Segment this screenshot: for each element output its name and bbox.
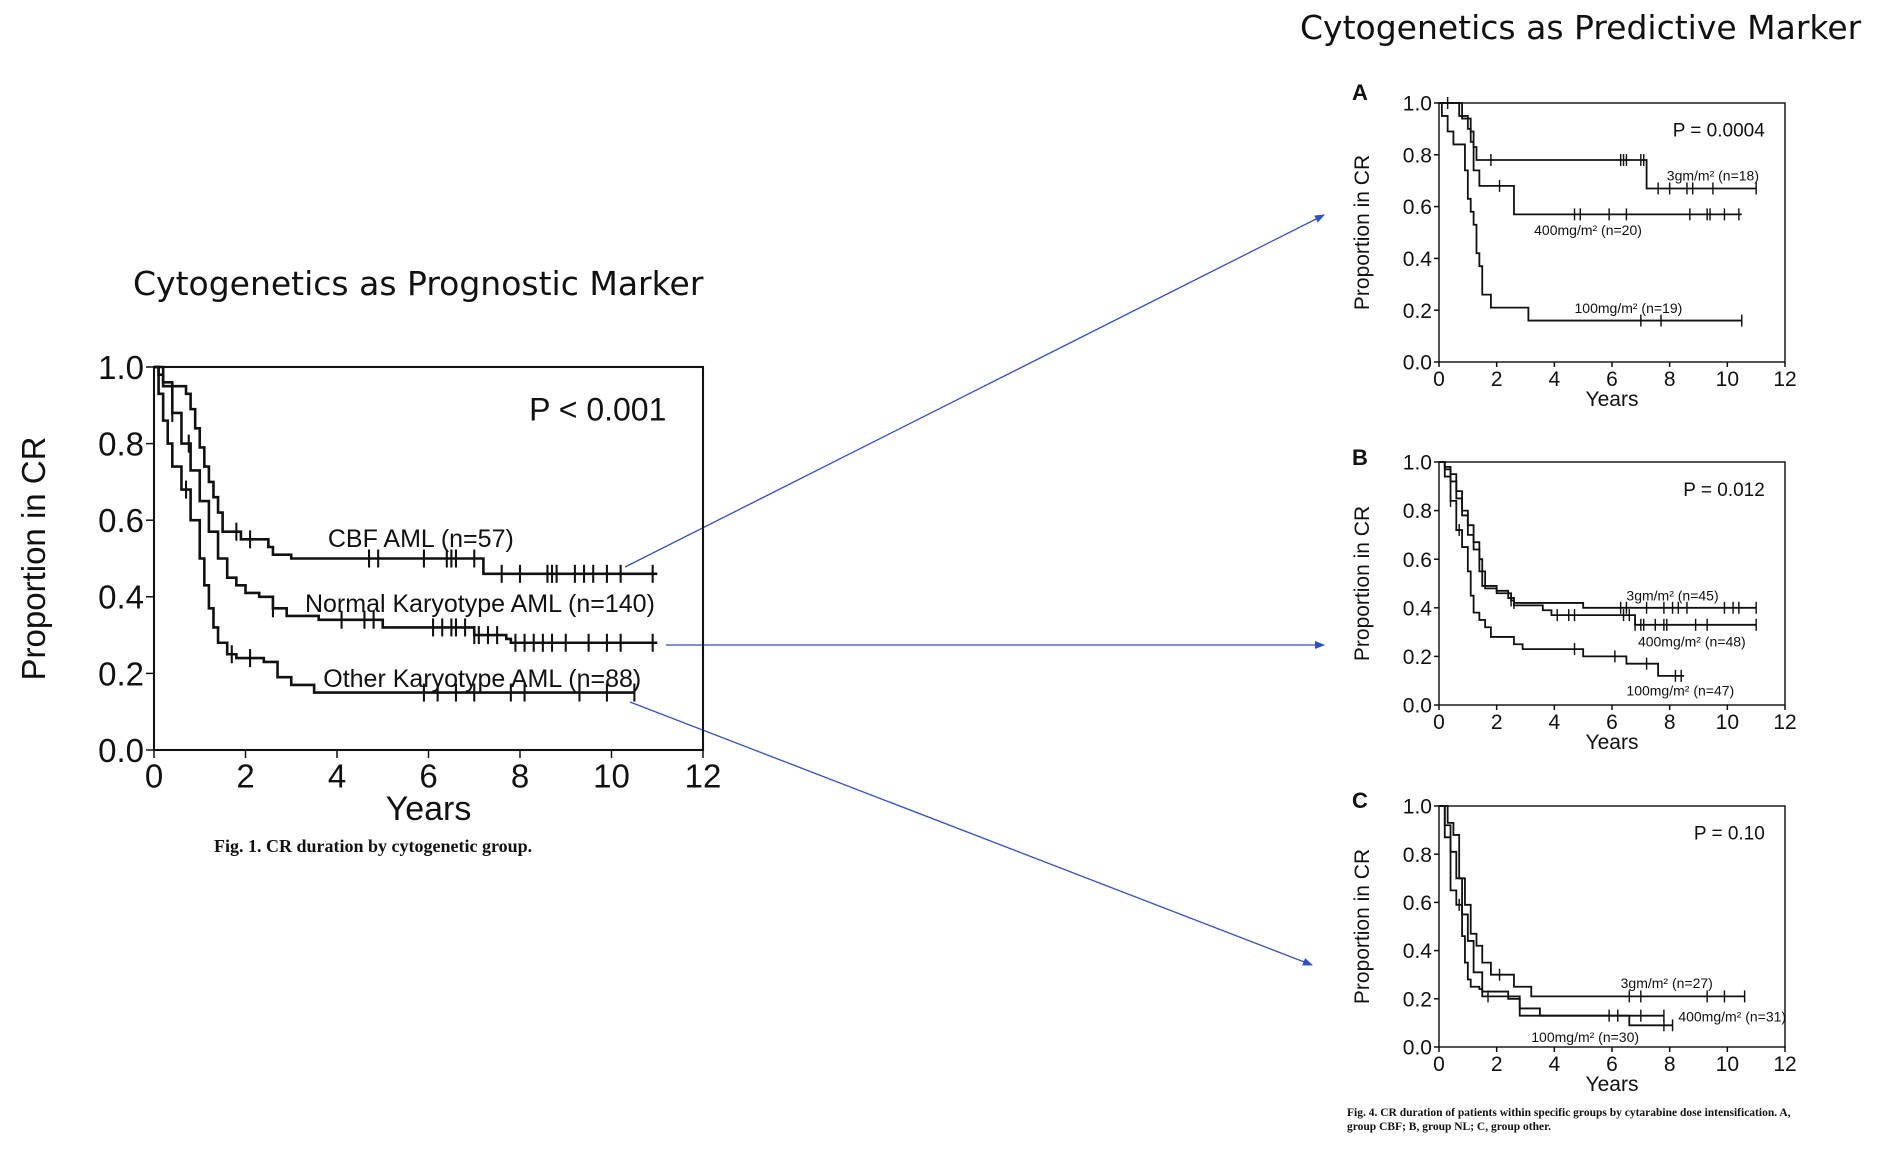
series-label: 400mg/m² (n=20) bbox=[1534, 222, 1642, 238]
km-curve-series-1 bbox=[1439, 461, 1757, 626]
series-label: 3gm/m² (n=45) bbox=[1626, 588, 1718, 604]
prognostic-title: Cytogenetics as Prognostic Marker bbox=[133, 264, 704, 303]
panel-label: B bbox=[1352, 445, 1368, 470]
km-curve-series-0 bbox=[1439, 805, 1745, 998]
x-tick-label: 12 bbox=[685, 758, 722, 795]
x-tick-label: 12 bbox=[1773, 368, 1796, 391]
series-label: 3gm/m² (n=18) bbox=[1667, 168, 1759, 184]
series-label: Other Karyotype AML (n=88) bbox=[323, 665, 641, 693]
x-tick-label: 6 bbox=[419, 758, 437, 795]
series-label: 100mg/m² (n=30) bbox=[1531, 1029, 1639, 1045]
fig4-caption: Fig. 4. CR duration of patients within s… bbox=[1347, 1107, 1791, 1133]
km-curve-series-0 bbox=[1439, 461, 1757, 609]
x-tick-label: 2 bbox=[236, 758, 254, 795]
km-curve-series-2 bbox=[1439, 102, 1742, 322]
y-axis-label: Proportion in CR bbox=[15, 437, 52, 681]
panel-label: C bbox=[1352, 788, 1368, 813]
x-tick-label: 8 bbox=[1664, 711, 1676, 734]
x-tick-label: 12 bbox=[1773, 711, 1796, 734]
panel-label: A bbox=[1352, 80, 1368, 105]
x-tick-label: 0 bbox=[1433, 368, 1445, 391]
series-label: CBF AML (n=57) bbox=[328, 525, 514, 553]
x-tick-label: 0 bbox=[1433, 1053, 1445, 1076]
x-tick-label: 10 bbox=[1716, 1053, 1739, 1076]
x-tick-label: 4 bbox=[328, 758, 346, 795]
y-axis-label: Proportion in CR bbox=[1351, 849, 1374, 1004]
y-tick-label: 0.2 bbox=[1403, 300, 1432, 323]
x-tick-label: 8 bbox=[1664, 368, 1676, 391]
x-tick-label: 6 bbox=[1606, 368, 1618, 391]
p-value-annotation: P = 0.0004 bbox=[1673, 121, 1766, 142]
arrow-cbf-to-panel-a bbox=[624, 214, 1325, 568]
fig1-caption: Fig. 1. CR duration by cytogenetic group… bbox=[214, 836, 533, 856]
series-label: 100mg/m² (n=19) bbox=[1575, 300, 1683, 316]
y-tick-label: 0.0 bbox=[1403, 1037, 1432, 1060]
km-curve-series-2 bbox=[1439, 461, 1685, 677]
km-curve-series-2 bbox=[1439, 805, 1673, 1027]
series-label: 400mg/m² (n=31) bbox=[1678, 1009, 1786, 1025]
x-tick-label: 0 bbox=[1433, 711, 1445, 734]
y-tick-label: 0.2 bbox=[1403, 988, 1432, 1011]
x-axis-label: Years bbox=[1586, 731, 1639, 754]
x-tick-label: 10 bbox=[593, 758, 630, 795]
y-tick-label: 1.0 bbox=[1403, 93, 1432, 116]
y-axis-label: Proportion in CR bbox=[1351, 506, 1374, 661]
y-tick-label: 0.4 bbox=[1403, 597, 1433, 620]
series-label: 100mg/m² (n=47) bbox=[1626, 682, 1734, 698]
x-tick-label: 10 bbox=[1716, 368, 1739, 391]
y-tick-label: 0.8 bbox=[1403, 144, 1432, 167]
p-value-annotation: P = 0.10 bbox=[1694, 824, 1765, 845]
y-tick-label: 0.8 bbox=[1403, 844, 1432, 867]
x-tick-label: 10 bbox=[1716, 711, 1739, 734]
y-tick-label: 0.2 bbox=[98, 655, 144, 692]
x-tick-label: 2 bbox=[1491, 368, 1503, 391]
series-label: 400mg/m² (n=48) bbox=[1638, 634, 1746, 650]
arrow-other-to-panel-c bbox=[629, 701, 1313, 966]
y-tick-label: 0.2 bbox=[1403, 646, 1432, 669]
x-tick-label: 2 bbox=[1491, 711, 1503, 734]
series-label: Normal Karyotype AML (n=140) bbox=[305, 590, 655, 618]
p-value-annotation: P < 0.001 bbox=[529, 392, 666, 428]
x-tick-label: 6 bbox=[1606, 1053, 1618, 1076]
km-curve-series-2 bbox=[154, 365, 635, 694]
km-curve-series-1 bbox=[1439, 102, 1742, 216]
y-tick-label: 0.0 bbox=[1403, 352, 1432, 375]
y-tick-label: 0.0 bbox=[98, 732, 144, 769]
x-axis-label: Years bbox=[1586, 388, 1639, 411]
y-tick-label: 1.0 bbox=[98, 349, 144, 386]
y-tick-label: 0.8 bbox=[98, 425, 144, 462]
y-axis-label: Proportion in CR bbox=[1351, 155, 1374, 310]
x-tick-label: 4 bbox=[1548, 1053, 1560, 1076]
km-curve-series-1 bbox=[154, 365, 658, 645]
x-tick-label: 2 bbox=[1491, 1053, 1503, 1076]
series-label: 3gm/m² (n=27) bbox=[1621, 975, 1713, 991]
x-tick-label: 6 bbox=[1606, 711, 1618, 734]
y-tick-label: 0.0 bbox=[1403, 695, 1432, 718]
x-axis-label: Years bbox=[1586, 1073, 1639, 1096]
p-value-annotation: P = 0.012 bbox=[1683, 480, 1765, 501]
y-tick-label: 0.6 bbox=[98, 502, 144, 539]
y-tick-label: 0.4 bbox=[98, 579, 144, 616]
y-tick-label: 0.6 bbox=[1403, 892, 1432, 915]
y-tick-label: 0.8 bbox=[1403, 500, 1432, 523]
y-tick-label: 1.0 bbox=[1403, 452, 1432, 475]
x-tick-label: 4 bbox=[1548, 711, 1560, 734]
x-tick-label: 0 bbox=[145, 758, 163, 795]
predictive-title: Cytogenetics as Predictive Marker bbox=[1300, 8, 1862, 47]
x-axis-label: Years bbox=[386, 790, 472, 828]
x-tick-label: 8 bbox=[1664, 1053, 1676, 1076]
x-tick-label: 4 bbox=[1548, 368, 1560, 391]
x-tick-label: 8 bbox=[511, 758, 529, 795]
y-tick-label: 0.6 bbox=[1403, 549, 1432, 572]
x-tick-label: 12 bbox=[1773, 1053, 1796, 1076]
y-tick-label: 0.6 bbox=[1403, 196, 1432, 219]
y-tick-label: 0.4 bbox=[1403, 248, 1433, 271]
y-tick-label: 0.4 bbox=[1403, 940, 1433, 963]
y-tick-label: 1.0 bbox=[1403, 796, 1432, 819]
